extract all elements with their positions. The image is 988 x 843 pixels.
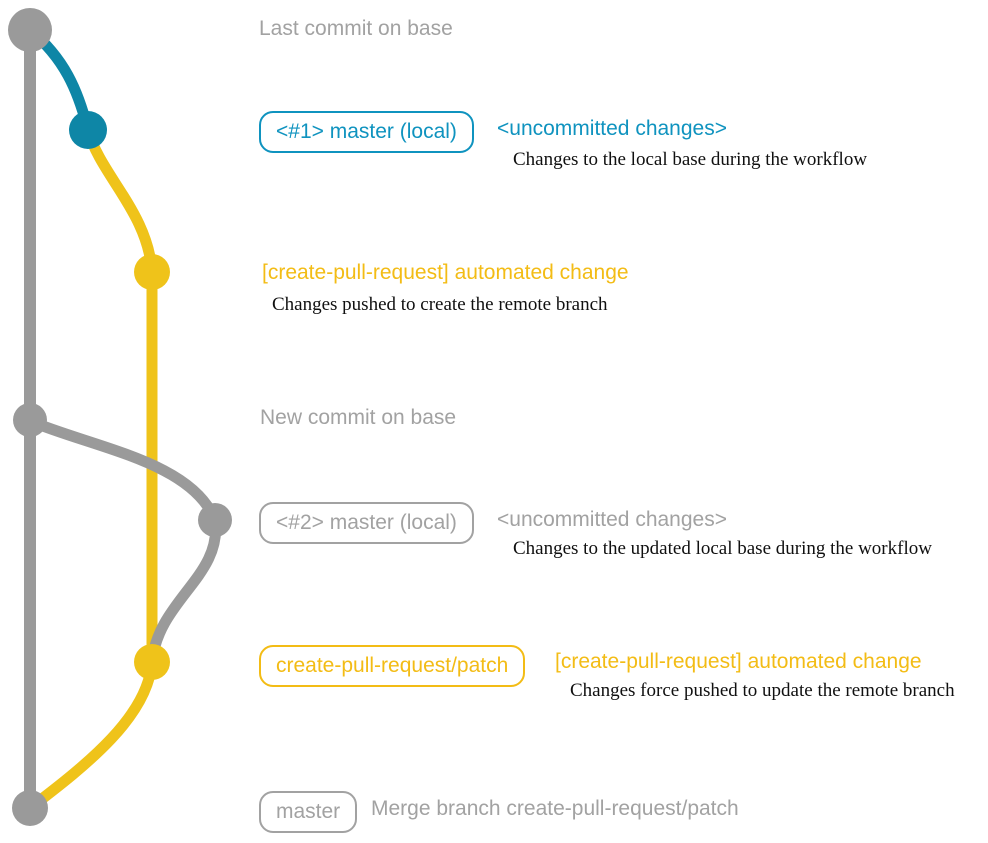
gray-branch-curve-out xyxy=(24,415,221,526)
automated-change-title-1: [create-pull-request] automated change xyxy=(262,261,629,284)
badge-create-pull-request-patch: create-pull-request/patch xyxy=(259,645,526,687)
automated-change-description-1: Changes pushed to create the remote bran… xyxy=(272,294,608,315)
automated-change-description-2: Changes force pushed to update the remot… xyxy=(570,680,955,701)
new-commit-label: New commit on base xyxy=(260,406,457,429)
commit-node-merge xyxy=(12,790,48,826)
last-commit-label: Last commit on base xyxy=(259,17,453,40)
merge-branch-label: Merge branch create-pull-request/patch xyxy=(371,797,739,820)
local-1-description: Changes to the local base during the wor… xyxy=(513,149,868,170)
commit-node-local-1 xyxy=(69,111,107,149)
gray-branch-curve-in xyxy=(146,514,222,668)
commit-node-automated-2 xyxy=(134,644,170,680)
local-2-description: Changes to the updated local base during… xyxy=(513,538,932,559)
badge-master: master xyxy=(259,791,358,833)
badge-master-local-2: <#2> master (local) xyxy=(259,502,474,544)
commit-node-last-base xyxy=(8,8,52,52)
yellow-merge-curve xyxy=(24,656,158,814)
yellow-branch-curve-top xyxy=(82,124,158,278)
commit-node-automated-1 xyxy=(134,254,170,290)
commit-node-new-base xyxy=(13,403,47,437)
commit-node-local-2 xyxy=(198,503,232,537)
automated-change-title-2: [create-pull-request] automated change xyxy=(555,650,922,673)
commit-graph xyxy=(8,8,232,826)
uncommitted-changes-label-1: <uncommitted changes> xyxy=(497,117,727,140)
badge-master-local-1: <#1> master (local) xyxy=(259,111,474,153)
uncommitted-changes-label-2: <uncommitted changes> xyxy=(497,508,727,531)
